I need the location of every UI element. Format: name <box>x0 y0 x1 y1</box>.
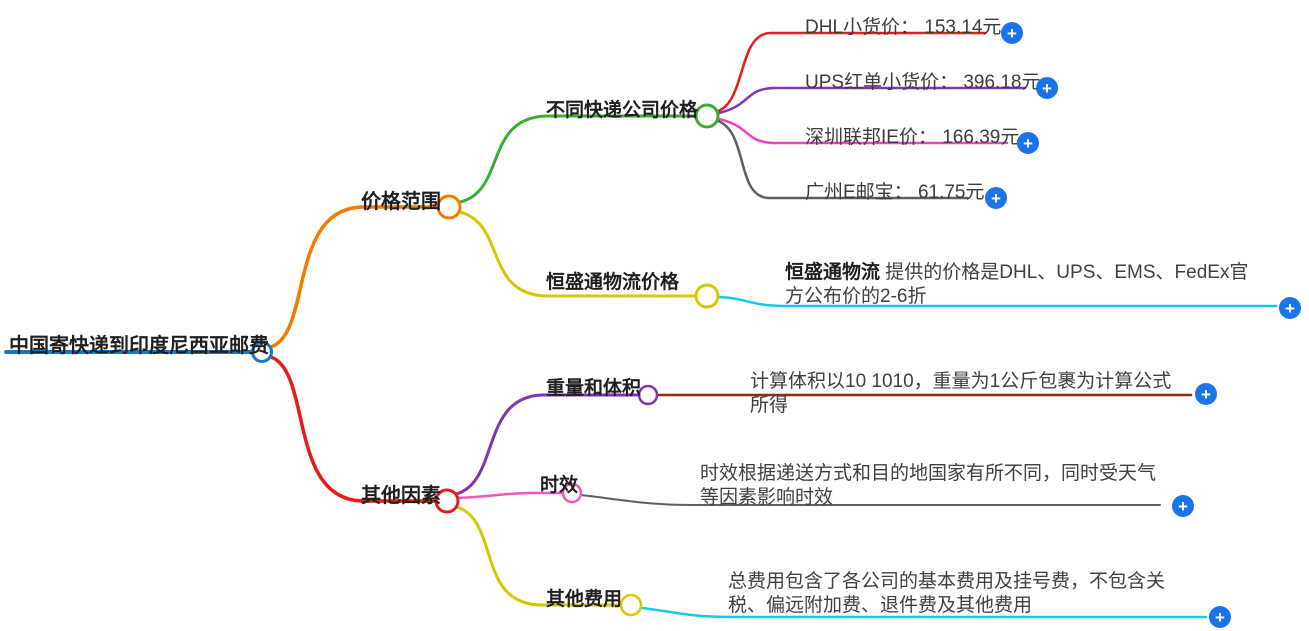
other-fees-desc-line <box>640 606 1208 619</box>
leaf-guangzhou-line <box>716 119 969 200</box>
hst-desc-line <box>716 295 1278 308</box>
branch-other-fees-line <box>455 505 622 607</box>
price-range-label[interactable]: 价格范围 <box>361 191 441 213</box>
add-child-button-ups[interactable]: + <box>1036 77 1058 99</box>
hst-price-label[interactable]: 恒盛通物流价格 <box>546 272 680 293</box>
branch-company-prices-line <box>458 114 698 204</box>
branch-hst-price-line <box>458 210 698 298</box>
add-child-button-hst[interactable]: + <box>1279 297 1301 319</box>
add-child-button-weight-volume[interactable]: + <box>1195 383 1217 405</box>
timeliness-desc-line <box>580 494 1161 506</box>
add-child-button-timeliness[interactable]: + <box>1172 495 1194 517</box>
leaf-dhl-label[interactable]: DHL小货价： 153.14元 <box>805 17 1002 38</box>
add-child-button-shenzhen[interactable]: + <box>1017 132 1039 154</box>
other-factors-label[interactable]: 其他因素 <box>361 485 441 507</box>
leaf-ups-label[interactable]: UPS红单小货价： 396.18元 <box>805 72 1041 93</box>
other-fees-description[interactable]: 总费用包含了各公司的基本费用及挂号费，不包含关税、偏远附加费、退件费及其他费用 <box>728 571 1166 616</box>
company-prices-label[interactable]: 不同快递公司价格 <box>546 100 699 121</box>
price-range-node-handle[interactable] <box>436 194 462 220</box>
root-node-handle[interactable] <box>251 341 273 363</box>
timeliness-label[interactable]: 时效 <box>540 475 579 496</box>
hst-price-description-rest: 提供的价格是DHL、UPS、EMS、FedEx官方公布价的2-6折 <box>785 262 1249 307</box>
branch-price-range-line <box>269 205 440 349</box>
other-fees-label[interactable]: 其他费用 <box>546 589 623 610</box>
timeliness-description[interactable]: 时效根据递送方式和目的地国家有所不同，同时受天气等因素影响时效 <box>700 463 1157 508</box>
other-factors-node-handle[interactable] <box>434 488 460 514</box>
leaf-shenzhen-label[interactable]: 深圳联邦IE价： 166.39元 <box>805 127 1020 148</box>
other-fees-node-handle[interactable] <box>619 593 643 617</box>
hst-price-node-handle[interactable] <box>694 283 720 309</box>
weight-volume-node-handle[interactable] <box>637 384 659 406</box>
leaf-dhl-line <box>716 31 987 113</box>
timeliness-node-handle[interactable] <box>561 482 583 504</box>
add-child-button-other-fees[interactable]: + <box>1209 606 1231 628</box>
root-label[interactable]: 中国寄快递到印度尼西亚邮费 <box>9 335 269 357</box>
weight-volume-description[interactable]: 计算体积以10 1010，重量为1公斤包裹为计算公式所得 <box>750 371 1172 416</box>
add-child-button-dhl[interactable]: + <box>1001 22 1023 44</box>
leaf-shenzhen-line <box>717 117 1009 145</box>
branch-timeliness-line <box>456 491 564 500</box>
add-child-button-guangzhou[interactable]: + <box>985 187 1007 209</box>
branch-weight-volume-line <box>454 393 639 496</box>
leaf-ups-line <box>717 86 1027 115</box>
weight-volume-label[interactable]: 重量和体积 <box>546 378 642 399</box>
branch-other-factors-line <box>269 355 438 503</box>
leaf-guangzhou-label[interactable]: 广州E邮宝： 61.75元 <box>805 182 985 203</box>
hst-price-description[interactable]: 恒盛通物流 提供的价格是DHL、UPS、EMS、FedEx官方公布价的2-6折 <box>785 261 1267 309</box>
company-prices-node-handle[interactable] <box>694 103 720 129</box>
hst-price-description-bold: 恒盛通物流 <box>785 262 881 283</box>
